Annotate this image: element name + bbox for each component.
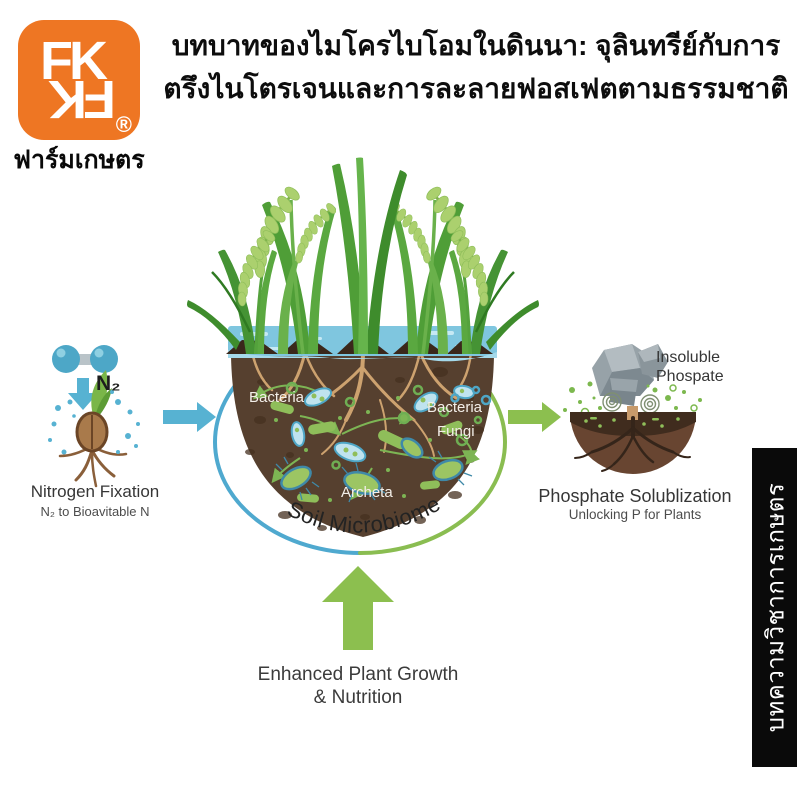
n2-molecule-label: N₂ xyxy=(96,372,121,395)
brand-name-thai: ฟาร์มเกษตร xyxy=(13,146,145,174)
registered-trademark-icon: ® xyxy=(115,112,132,137)
growth-caption-line-2: & Nutrition xyxy=(313,687,403,708)
title-line-2: ตรึงไนโตรเจนและการละลายฟอสเฟตตามธรรมชาติ xyxy=(163,73,789,105)
growth-caption-line-1: Enhanced Plant Growth xyxy=(257,664,459,685)
flow-arrow-blue-icon xyxy=(163,402,216,432)
soil-hemisphere xyxy=(231,356,494,537)
nitrogen-dots-decoration xyxy=(48,390,140,455)
insoluble-rocks-icon xyxy=(592,344,668,406)
nitrogen-fixation-group xyxy=(48,345,140,488)
insoluble-phosphate-line-1: Insoluble xyxy=(656,349,721,366)
down-arrow-icon xyxy=(68,378,98,410)
nitrogen-fixation-subheading: N₂ to Bioavitable N xyxy=(40,504,150,519)
phosphate-subheading: Unlocking P for Plants xyxy=(568,507,702,522)
label-archaea: Archeta xyxy=(341,484,393,501)
label-bacteria-right: Bacteria xyxy=(427,399,483,416)
soil-microbes xyxy=(270,381,492,503)
label-fungi: Fungi xyxy=(437,423,475,440)
phosphate-solubilization-group xyxy=(563,344,702,474)
insoluble-phosphate-label: Insoluble Phospate xyxy=(656,348,766,386)
sidebar-vertical-text: บทความวิชาการเกษตร xyxy=(762,482,789,733)
vertical-sidebar: บทความวิชาการเกษตร xyxy=(752,448,797,767)
logo-letters-top: FK xyxy=(40,31,108,91)
rice-plants xyxy=(187,157,539,355)
farmkaset-logo: FK FK ® xyxy=(18,20,140,140)
flow-arrow-green-icon xyxy=(508,402,561,432)
insoluble-phosphate-line-2: Phospate xyxy=(656,368,724,386)
soil-dome-icon xyxy=(570,406,696,474)
nitrogen-fixation-heading: Nitrogen Fixation xyxy=(30,482,160,501)
title-line-1: บทบาทของไมโครไบโอมในดินนา: จุลินทรีย์กับ… xyxy=(171,30,781,61)
label-bacteria-left: Bacteria xyxy=(249,389,305,406)
n2-molecule-icon xyxy=(52,345,118,373)
seed-sprout-icon xyxy=(58,370,128,488)
up-arrow-icon xyxy=(322,566,394,650)
page-title: บทบาทของไมโครไบโอมในดินนา: จุลินทรีย์กับ… xyxy=(160,24,792,111)
phosphate-heading: Phosphate Solublization xyxy=(538,486,732,506)
